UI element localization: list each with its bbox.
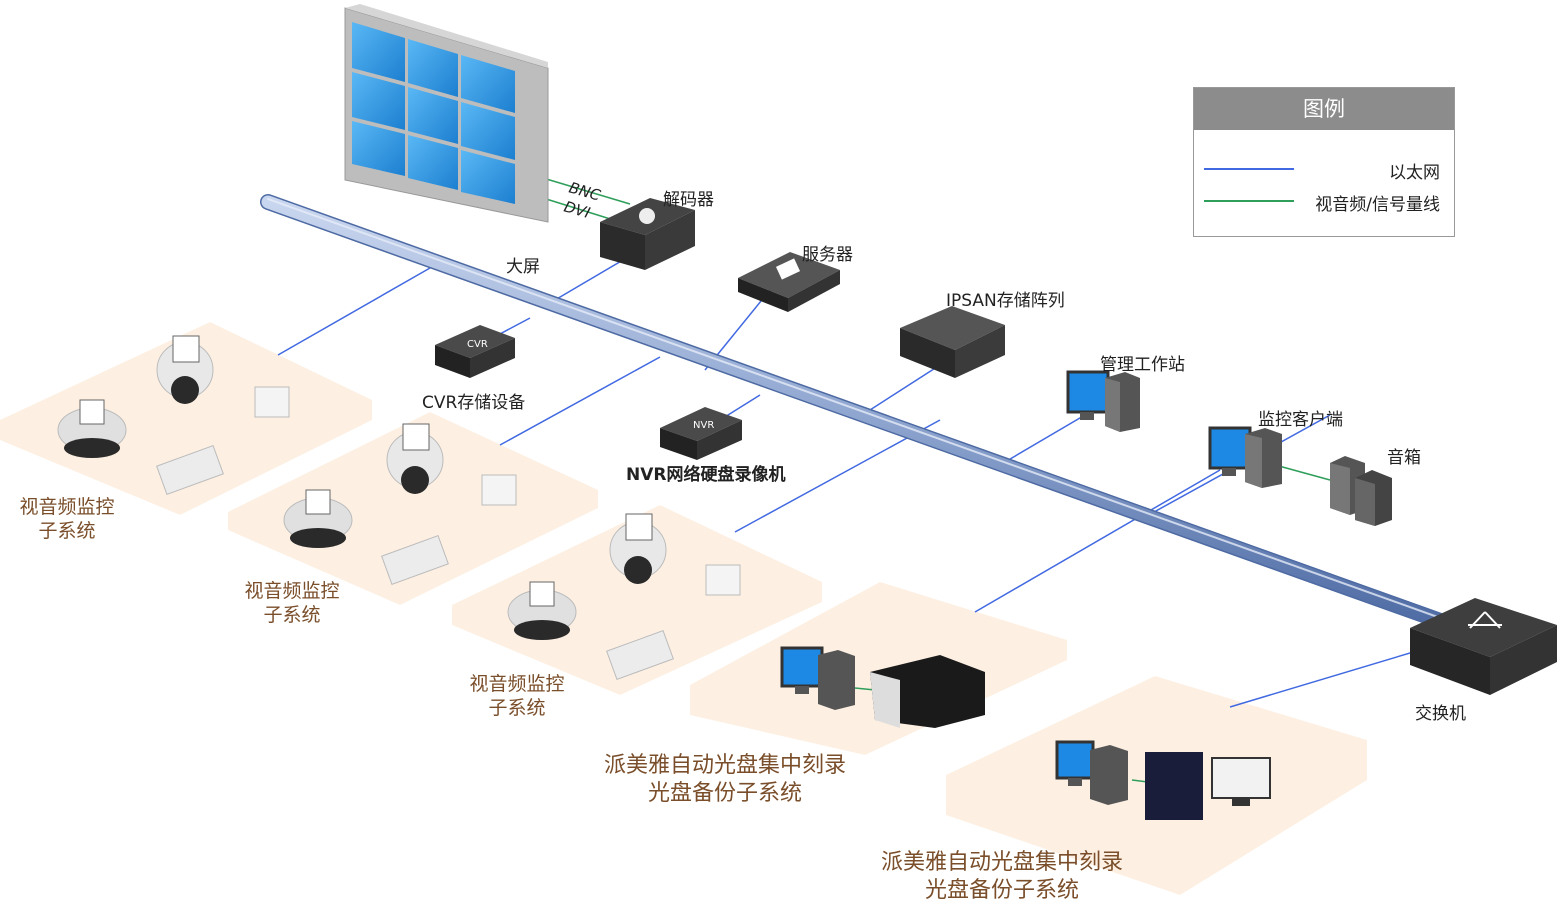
av-subsystem-2-line1: 视音频监控 bbox=[244, 580, 340, 602]
disc-subsystem-1-label: 派美雅自动光盘集中刻录 光盘备份子系统 bbox=[585, 752, 865, 808]
speaker-label: 音箱 bbox=[1387, 448, 1421, 468]
zone-disc1 bbox=[690, 582, 1067, 755]
nvr-badge: NVR bbox=[693, 420, 714, 431]
legend-label-ethernet: 以太网 bbox=[1389, 163, 1440, 183]
cvr-device bbox=[435, 325, 515, 378]
nvr-device bbox=[660, 407, 742, 460]
ipsan-label: IPSAN存储阵列 bbox=[946, 291, 1065, 311]
ethernet-backbone bbox=[260, 194, 1468, 636]
disc-subsystem-2-line2: 光盘备份子系统 bbox=[924, 878, 1079, 903]
disc-subsystem-1-line2: 光盘备份子系统 bbox=[647, 781, 802, 806]
workstation-label: 管理工作站 bbox=[1100, 355, 1185, 375]
ipsan-device bbox=[900, 306, 1005, 378]
av-subsystem-2-line2: 子系统 bbox=[263, 604, 321, 626]
disc-subsystem-1-line1: 派美雅自动光盘集中刻录 bbox=[603, 753, 846, 778]
disc-subsystem-2-line1: 派美雅自动光盘集中刻录 bbox=[880, 850, 1123, 875]
av-subsystem-3-line1: 视音频监控 bbox=[469, 673, 565, 695]
av-subsystem-3-label: 视音频监控 子系统 bbox=[462, 672, 572, 720]
legend-title: 图例 bbox=[1194, 88, 1454, 130]
decoder-label: 解码器 bbox=[663, 190, 714, 210]
switch-label: 交换机 bbox=[1415, 704, 1466, 724]
disc-subsystem-2-devices bbox=[1055, 740, 1271, 820]
screen-label: 大屏 bbox=[506, 257, 540, 277]
av-subsystem-1-line2: 子系统 bbox=[38, 520, 96, 542]
client-label: 监控客户端 bbox=[1258, 410, 1343, 430]
av-subsystem-1-label: 视音频监控 子系统 bbox=[12, 495, 122, 543]
av-subsystem-2-label: 视音频监控 子系统 bbox=[237, 579, 347, 627]
server-device bbox=[738, 252, 840, 312]
cvr-badge: CVR bbox=[467, 339, 488, 350]
ethernet-links bbox=[277, 249, 1421, 708]
decoder-device bbox=[600, 198, 695, 270]
client-computer bbox=[1208, 426, 1282, 488]
av-subsystem-2-devices bbox=[283, 423, 517, 585]
zone-av1 bbox=[0, 322, 372, 515]
ethernet-line-swatch bbox=[1204, 168, 1294, 170]
switch-device bbox=[1410, 598, 1557, 695]
av-subsystem-3-line2: 子系统 bbox=[488, 697, 546, 719]
cvr-label: CVR存储设备 bbox=[422, 393, 526, 413]
workstation-computer bbox=[1066, 370, 1140, 432]
nvr-label: NVR网络硬盘录像机 bbox=[626, 465, 786, 485]
disc-subsystem-2-label: 派美雅自动光盘集中刻录 光盘备份子系统 bbox=[862, 849, 1142, 905]
zone-av3 bbox=[452, 505, 822, 695]
speaker-device bbox=[1330, 456, 1392, 526]
zone-av2 bbox=[228, 412, 598, 605]
av-subsystem-1-line1: 视音频监控 bbox=[19, 496, 115, 518]
av-signal-links bbox=[542, 177, 1331, 783]
legend-panel: 图例 以太网 视音频/信号量线 bbox=[1193, 87, 1455, 237]
video-wall bbox=[344, 4, 549, 223]
legend-label-av-signal: 视音频/信号量线 bbox=[1315, 195, 1440, 215]
av-subsystem-3-devices bbox=[507, 513, 741, 680]
server-label: 服务器 bbox=[802, 245, 853, 265]
av-line-swatch bbox=[1204, 200, 1294, 202]
disc-subsystem-1-devices bbox=[780, 646, 985, 728]
av-subsystem-1-devices bbox=[57, 335, 290, 495]
legend-item-av-signal: 视音频/信号量线 bbox=[1204, 190, 1444, 215]
legend-item-ethernet: 以太网 bbox=[1204, 158, 1444, 183]
